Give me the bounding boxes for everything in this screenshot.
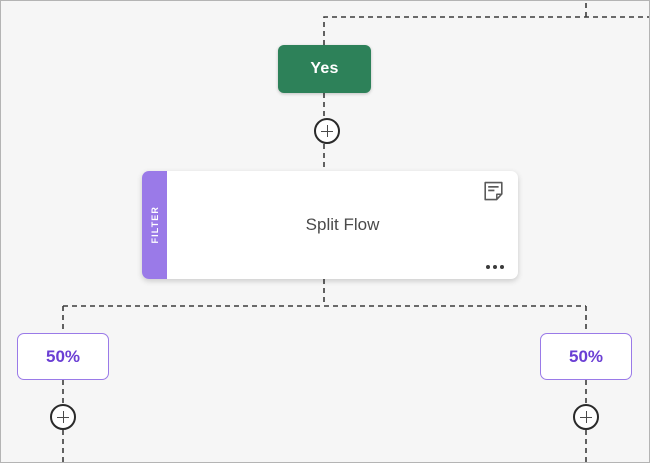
- split-flow-title: Split Flow: [305, 215, 380, 234]
- split-flow-filter-label: FILTER: [149, 206, 160, 244]
- split-flow-body: Split Flow: [167, 171, 518, 279]
- branch-percent-left-label: 50%: [45, 346, 81, 366]
- note-icon[interactable]: [483, 181, 504, 202]
- node-yes[interactable]: Yes: [278, 45, 371, 93]
- add-step-icon-left[interactable]: [50, 404, 76, 430]
- add-step-icon-top[interactable]: [314, 118, 340, 144]
- split-flow-filter-tab: FILTER: [142, 171, 167, 279]
- ellipsis-dot: [500, 265, 504, 269]
- ellipsis-dot: [493, 265, 497, 269]
- node-split-flow[interactable]: FILTER Split Flow: [142, 171, 518, 279]
- branch-percent-right[interactable]: 50%: [540, 333, 632, 380]
- ellipsis-dot: [486, 265, 490, 269]
- ellipsis-icon[interactable]: [486, 265, 504, 269]
- node-yes-label: Yes: [310, 60, 339, 77]
- branch-percent-left[interactable]: 50%: [17, 333, 109, 380]
- branch-percent-right-label: 50%: [568, 346, 604, 366]
- add-step-icon-right[interactable]: [573, 404, 599, 430]
